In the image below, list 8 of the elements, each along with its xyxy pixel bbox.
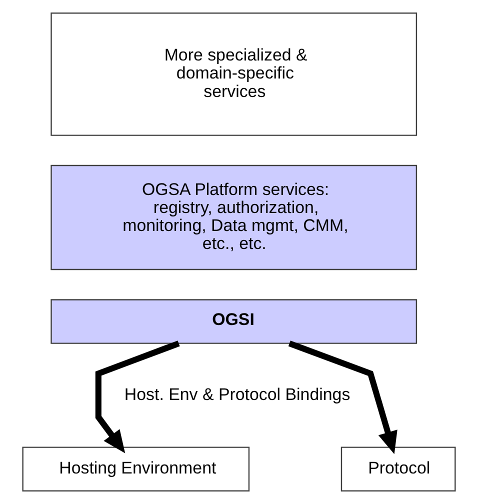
arrow — [94, 340, 180, 454]
label: Host. Env & Protocol Bindings — [124, 384, 350, 404]
node-box: More specialized & domain-specific services — [50, 12, 417, 136]
node-box: Hosting Environment — [22, 446, 250, 492]
node-box: OGSA Platform services: registry, authorization, monitoring, Data mgmt, CMM, etc., etc. — [50, 164, 417, 270]
arrow — [288, 340, 397, 454]
node-box: OGSI — [50, 299, 417, 344]
node-box: Protocol — [340, 446, 456, 492]
